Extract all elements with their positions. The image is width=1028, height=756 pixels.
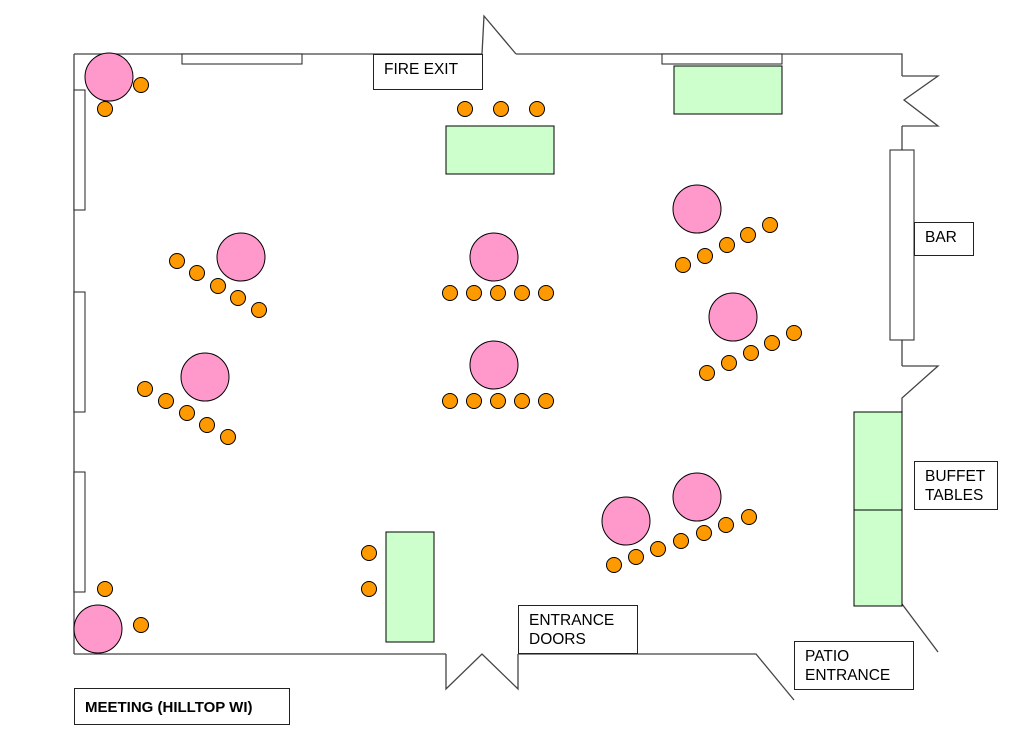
chair [675,257,691,273]
round-table [672,184,722,234]
chair [137,381,153,397]
chair [133,617,149,633]
chairs [97,77,802,633]
chair [133,77,149,93]
chair [158,393,174,409]
rectangular-table [853,509,903,607]
chair [538,393,554,409]
chair [719,237,735,253]
window-left-1 [73,89,86,211]
bar-side-door [901,365,940,412]
chair [189,265,205,281]
chair [786,325,802,341]
rectangular-table [673,65,783,115]
chair [361,545,377,561]
bar-label: BAR [914,222,974,256]
chair [673,533,689,549]
wall-top-right [516,53,903,76]
chair [179,405,195,421]
chair [721,355,737,371]
chair [740,227,756,243]
chair [743,345,759,361]
chair [493,101,509,117]
window-top [181,53,303,65]
bar-counter [889,149,915,341]
round-table [180,352,230,402]
chair [764,335,780,351]
chair [741,509,757,525]
chair [514,393,530,409]
round-table [216,232,266,282]
round-table [601,496,651,546]
chair [442,393,458,409]
buffet-tables-label: BUFFET TABLES [914,461,998,510]
chair [606,557,622,573]
chair [490,393,506,409]
round-table [469,340,519,390]
entrance-doors-label: ENTRANCE DOORS [518,605,638,654]
chair [529,101,545,117]
fire-exit-door [481,14,517,55]
rectangular-tables [385,65,903,643]
round-table [84,52,134,102]
round-tables [73,52,758,654]
chair [220,429,236,445]
fire-exit-label: FIRE EXIT [373,54,483,90]
chair [230,290,246,306]
chair [97,581,113,597]
wall-fixtures [73,53,915,593]
plan-title: MEETING (HILLTOP WI) [74,688,290,725]
chair [457,101,473,117]
chair [697,248,713,264]
chair [514,285,530,301]
chair [628,549,644,565]
chair [699,365,715,381]
wall-bottom-right [518,653,795,701]
rectangular-table [853,411,903,511]
rectangular-table [385,531,435,643]
chair [490,285,506,301]
chair [538,285,554,301]
chair [466,285,482,301]
patio-door [901,603,939,653]
chair [97,101,113,117]
chair [361,581,377,597]
entrance-door-leaves [445,653,519,691]
round-table [469,232,519,282]
chair [650,541,666,557]
patio-entrance-label: PATIO ENTRANCE [794,641,914,690]
chair [466,393,482,409]
chair [210,278,226,294]
window-left-3 [73,471,86,593]
chair [169,253,185,269]
window-left-2 [73,291,86,413]
chair [696,525,712,541]
chair [199,417,215,433]
round-table [708,292,758,342]
round-table [672,472,722,522]
chair [442,285,458,301]
window-top-right [661,53,783,65]
chair [718,517,734,533]
bar-door [902,75,941,127]
chair [762,217,778,233]
chair [251,302,267,318]
round-table [73,604,123,654]
rectangular-table [445,125,555,175]
